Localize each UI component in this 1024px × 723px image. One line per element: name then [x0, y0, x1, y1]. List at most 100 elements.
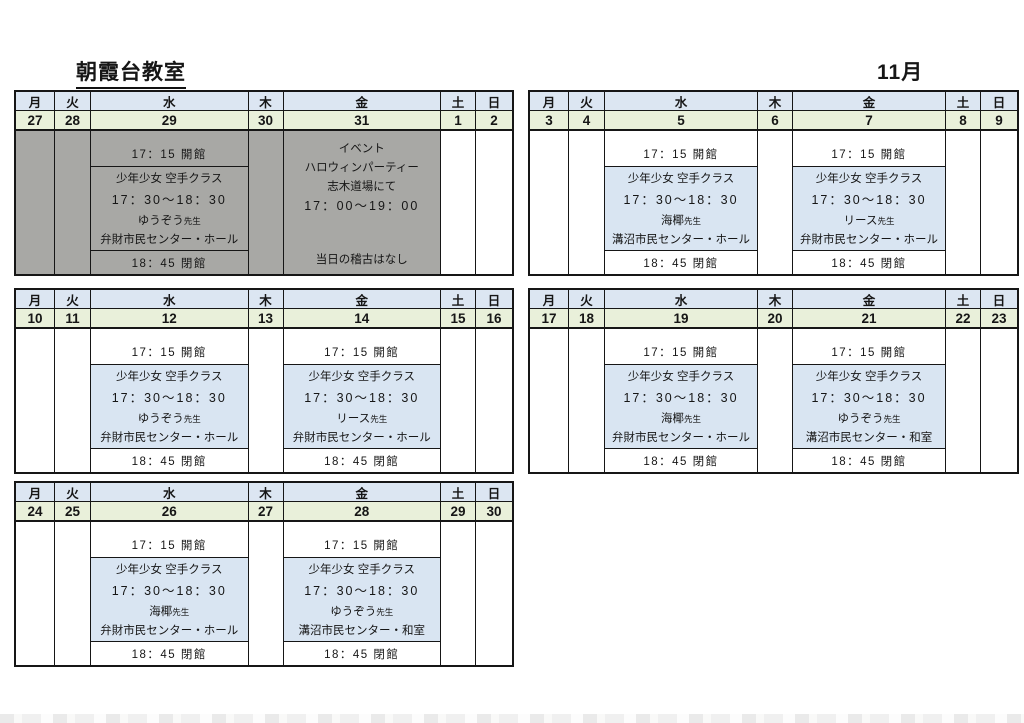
weekday-header-cell: 土	[946, 290, 981, 309]
date-cell: 23	[981, 309, 1017, 329]
weekday-header-cell: 土	[441, 290, 476, 309]
weekday-header-cell: 月	[16, 483, 55, 502]
day-content-cell	[16, 329, 55, 472]
venue-label: 弁財市民センター・ホール	[100, 624, 239, 637]
day-content-cell	[758, 131, 793, 274]
teacher-label: ゆうぞう先生	[837, 410, 900, 426]
weekday-header-cell: 木	[248, 290, 284, 309]
date-cell: 25	[55, 502, 91, 522]
page-title: 朝霞台教室	[76, 56, 186, 89]
weekday-header-cell: 日	[476, 92, 512, 111]
date-cell: 29	[91, 111, 249, 131]
day-content-cell	[55, 329, 91, 472]
class-name-label: 少年少女 空手クラス	[815, 371, 923, 384]
date-cell: 27	[16, 111, 55, 131]
teacher-label: 海椰先生	[149, 603, 189, 619]
open-time-label: 17：15 開館	[91, 131, 248, 167]
close-time-label: 18：45 閉館	[324, 648, 400, 661]
month-title: 11月	[877, 61, 924, 84]
venue-label: 弁財市民センター・ホール	[292, 431, 431, 444]
date-cell: 11	[55, 309, 91, 329]
day-content-cell	[569, 329, 605, 472]
event-line: イベント	[338, 142, 385, 155]
weekday-header-cell: 日	[476, 290, 512, 309]
class-time-label: 17：30～18：30	[111, 193, 227, 208]
weekday-header-cell: 火	[55, 290, 91, 309]
event-line: ハロウィンパーティー	[304, 161, 419, 174]
venue-label: 溝沼市民センター・和室	[805, 431, 933, 444]
weekday-header-cell: 木	[248, 483, 284, 502]
day-content-cell	[476, 329, 512, 472]
day-content-cell	[55, 522, 91, 665]
class-name-label: 少年少女 空手クラス	[116, 564, 223, 577]
day-content-cell	[248, 522, 284, 665]
class-time-label: 17：30～18：30	[304, 584, 420, 599]
weekday-header-row: 月火水木金土日	[16, 290, 512, 309]
close-time-label: 18：45 閉館	[131, 257, 207, 270]
event-line: 17：00～19：00	[304, 199, 420, 213]
class-time-label: 17：30～18：30	[111, 391, 227, 406]
date-cell: 1	[441, 111, 476, 131]
teacher-name: リース	[843, 214, 878, 227]
weekday-header-cell: 日	[981, 290, 1017, 309]
day-content-cell	[530, 329, 569, 472]
weekday-header-cell: 水	[91, 483, 249, 502]
teacher-name: ゆうぞう	[330, 605, 377, 618]
day-content-cell	[946, 329, 981, 472]
date-cell: 15	[441, 309, 476, 329]
weekday-header-cell: 木	[758, 290, 793, 309]
open-time-label: 17：15 開館	[91, 522, 248, 558]
open-time-label: 17：15 開館	[605, 329, 757, 365]
day-content-cell	[248, 131, 284, 274]
teacher-label: ゆうぞう先生	[138, 212, 201, 228]
day-content-cell	[441, 522, 476, 665]
day-content-cell	[981, 329, 1017, 472]
date-cell: 10	[16, 309, 55, 329]
date-cell: 5	[605, 111, 758, 131]
weekday-header-cell: 水	[91, 290, 249, 309]
date-cell: 14	[283, 309, 441, 329]
date-cell: 24	[16, 502, 55, 522]
day-content-cell	[55, 131, 91, 274]
date-cell: 19	[605, 309, 758, 329]
day-content-cell	[530, 131, 569, 274]
day-content-cell	[16, 522, 55, 665]
day-content-cell	[248, 329, 284, 472]
open-time-label: 17：15 開館	[283, 522, 440, 558]
day-content-cell	[946, 131, 981, 274]
day-content-cell	[16, 131, 55, 274]
day-content-cell	[476, 131, 512, 274]
teacher-name: 海椰	[660, 412, 684, 425]
class-name-label: 少年少女 空手クラス	[308, 371, 415, 384]
date-cell: 18	[569, 309, 605, 329]
weekday-header-cell: 金	[283, 483, 441, 502]
weekday-header-cell: 火	[55, 483, 91, 502]
teacher-suffix: 先生	[683, 413, 701, 424]
date-cell: 30	[248, 111, 284, 131]
teacher-label: リース先生	[336, 410, 387, 426]
day-content-cell	[441, 131, 476, 274]
teacher-name: 海椰	[149, 605, 173, 618]
open-time-label: 17：15 開館	[793, 131, 945, 167]
teacher-name: 海椰	[660, 214, 684, 227]
class-name-label: 少年少女 空手クラス	[116, 173, 223, 186]
